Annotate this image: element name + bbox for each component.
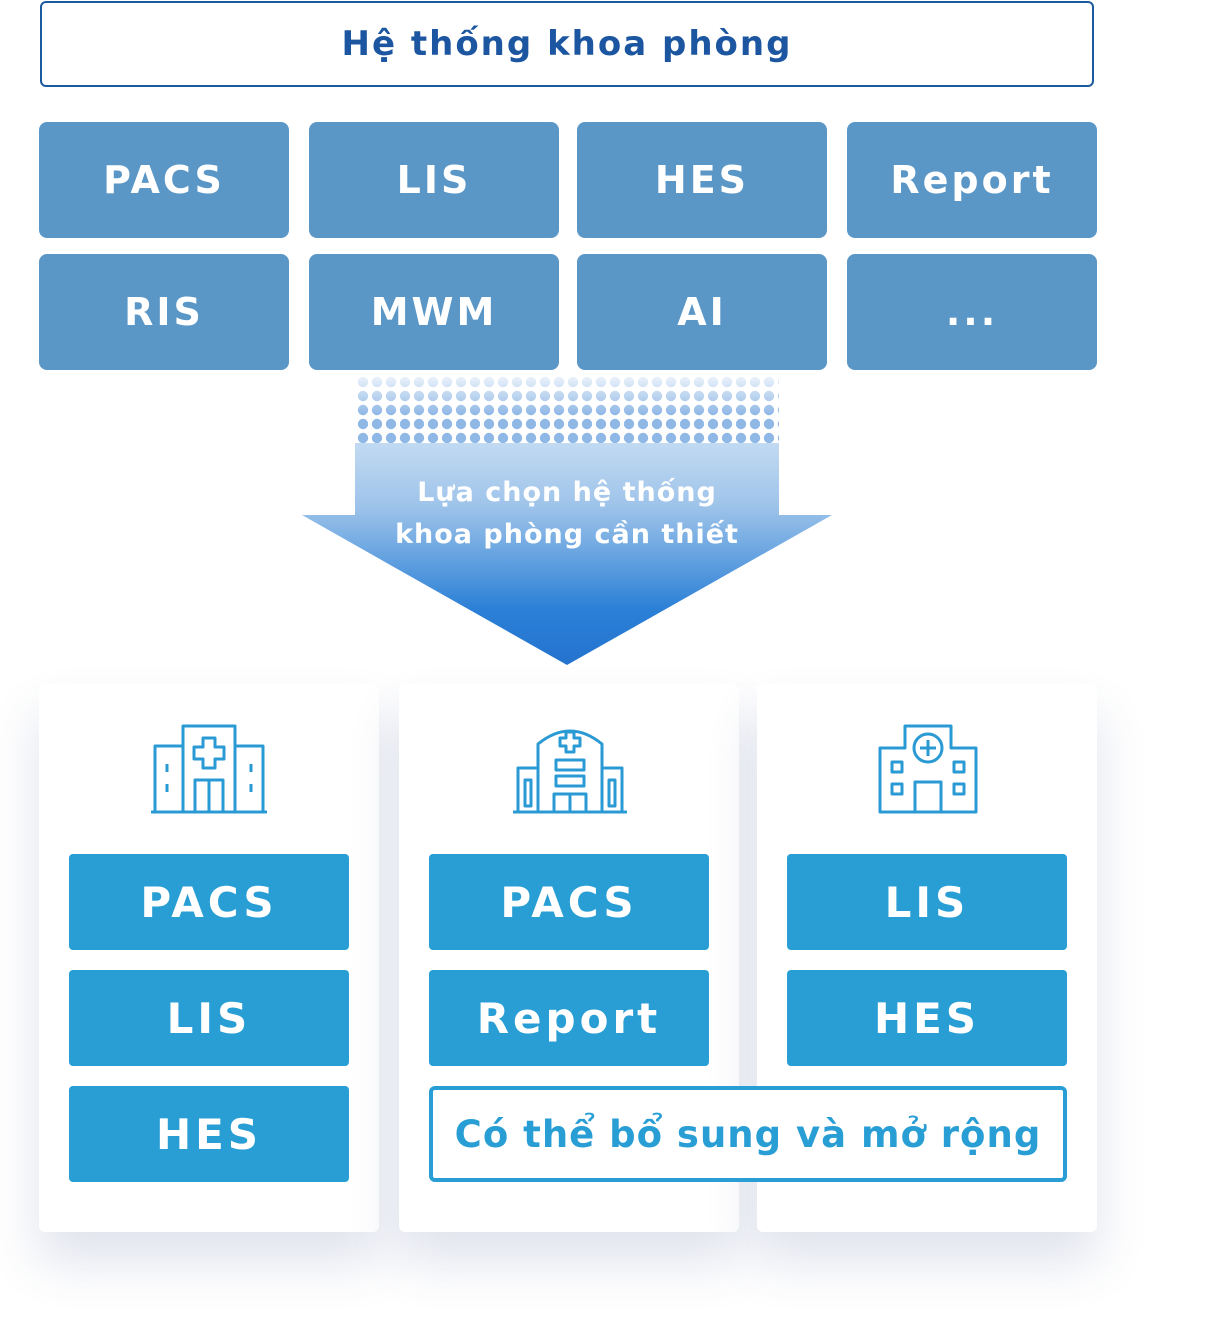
module-label: HES (873, 993, 981, 1043)
system-tile-ai: AI (577, 254, 827, 370)
department-1-module-pacs: PACS (69, 854, 349, 950)
arrow-caption: Lựa chọn hệ thống khoa phòng cần thiết (300, 472, 834, 556)
department-1-module-lis: LIS (69, 970, 349, 1066)
module-label: PACS (500, 877, 638, 927)
department-3-module-hes: HES (787, 970, 1067, 1066)
system-tile-lis: LIS (309, 122, 559, 238)
system-tile-label: AI (677, 290, 727, 334)
arrow-caption-line2: khoa phòng cần thiết (395, 519, 739, 550)
system-tile-label: ... (945, 290, 999, 334)
module-label: PACS (140, 877, 278, 927)
department-2-module-pacs: PACS (429, 854, 709, 950)
selection-arrow (300, 375, 834, 667)
system-tile-pacs: PACS (39, 122, 289, 238)
module-label: LIS (166, 993, 252, 1043)
expandable-note: Có thể bổ sung và mở rộng (429, 1086, 1067, 1182)
system-tile-ris: RIS (39, 254, 289, 370)
system-tile-hes: HES (577, 122, 827, 238)
expandable-note-text: Có thể bổ sung và mở rộng (454, 1112, 1042, 1156)
system-tile-more: ... (847, 254, 1097, 370)
system-tile-label: Report (890, 158, 1054, 202)
system-tile-label: PACS (103, 158, 225, 202)
system-tile-label: RIS (124, 290, 204, 334)
arrow-caption-line1: Lựa chọn hệ thống (417, 477, 717, 508)
medical-center-icon (877, 722, 979, 820)
module-label: LIS (884, 877, 970, 927)
system-tile-mwm: MWM (309, 254, 559, 370)
department-3-module-lis: LIS (787, 854, 1067, 950)
system-tile-label: HES (654, 158, 750, 202)
clinic-building-icon (512, 722, 628, 820)
system-tile-label: MWM (370, 290, 498, 334)
department-1-module-hes: HES (69, 1086, 349, 1182)
page-title-box: Hệ thống khoa phòng (40, 1, 1094, 87)
hospital-building-icon (150, 722, 268, 820)
page-title: Hệ thống khoa phòng (341, 24, 793, 64)
department-2-module-report: Report (429, 970, 709, 1066)
down-arrow-icon (302, 375, 832, 665)
system-tile-report: Report (847, 122, 1097, 238)
system-tile-label: LIS (396, 158, 472, 202)
module-label: HES (155, 1109, 263, 1159)
module-label: Report (476, 993, 662, 1043)
